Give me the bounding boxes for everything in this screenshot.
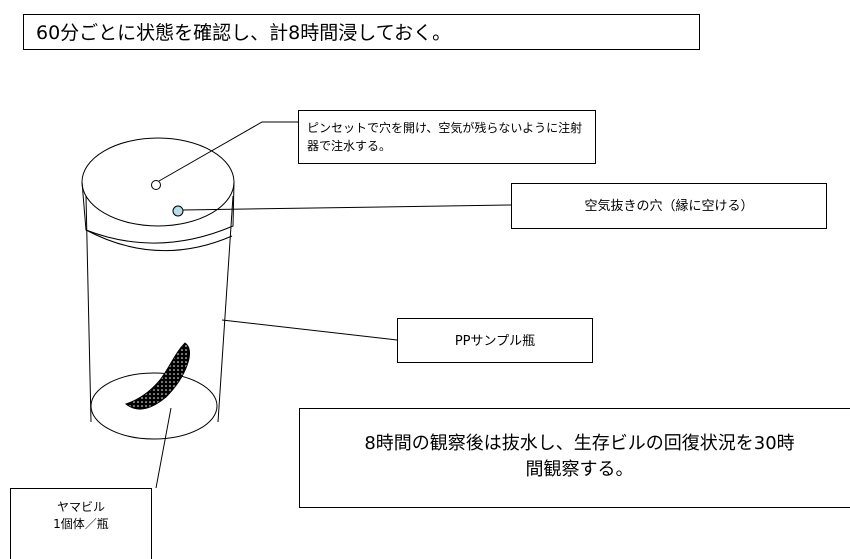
bottle-left-wall: [85, 195, 92, 423]
leader-leech: [155, 407, 172, 489]
note-line-1: 8時間の観察後は抜水し、生存ビルの回復状況を30時: [364, 433, 795, 454]
lid-rim-lower: [85, 229, 233, 252]
pin-hole-callout: ピンセットで穴を開け、空気が残らないように注射器で注水する。: [298, 110, 596, 164]
bottle-label: PPサンプル瓶: [454, 334, 536, 349]
pin-hole-label: ピンセットで穴を開け、空気が残らないように注射器で注水する。: [307, 121, 583, 153]
title-text: 60分ごとに状態を確認し、計8時間浸しておく。: [36, 22, 452, 44]
bottle-right-wall: [217, 195, 234, 423]
title-box: 60分ごとに状態を確認し、計8時間浸しておく。: [23, 14, 700, 50]
observation-note: 8時間の観察後は抜水し、生存ビルの回復状況を30時 間観察する。: [299, 408, 850, 508]
bottle-callout: PPサンプル瓶: [397, 318, 593, 363]
leech-count-label: 1個体／瓶: [53, 517, 109, 531]
air-hole-icon: [172, 205, 184, 217]
leader-air-hole: [182, 204, 512, 211]
bottle-base: [90, 372, 218, 440]
leech-callout: ヤマビル 1個体／瓶: [10, 488, 152, 559]
note-line-2: 間観察する。: [525, 459, 634, 480]
leech-icon: [124, 342, 190, 410]
pin-hole-icon: [151, 180, 161, 190]
air-hole-label: 空気抜きの穴（縁に空ける）: [584, 199, 754, 214]
air-hole-callout: 空気抜きの穴（縁に空ける）: [511, 183, 827, 229]
leader-pin-hole: [158, 121, 298, 182]
lid-rim: [81, 181, 235, 244]
leech-name-label: ヤマビル: [56, 500, 105, 514]
leader-bottle: [221, 319, 398, 341]
